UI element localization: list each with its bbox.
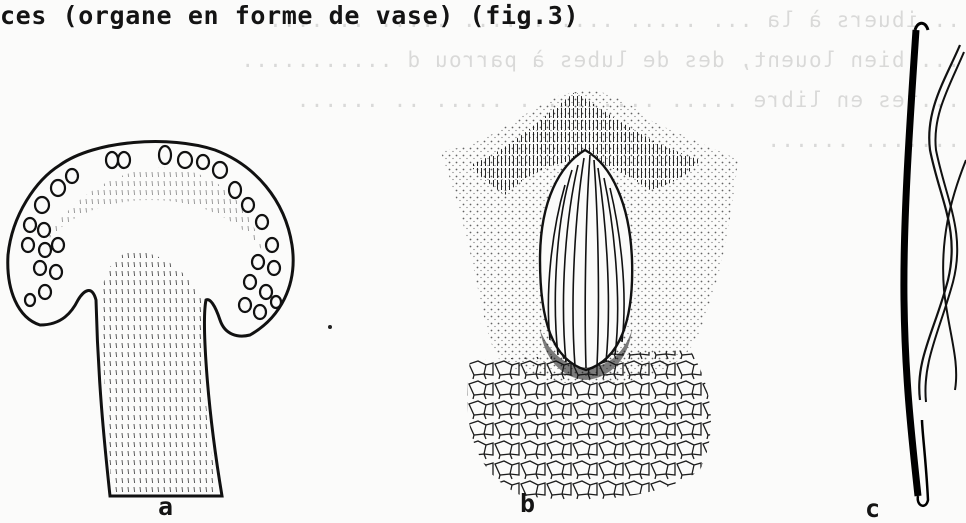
figure-label-b: b: [520, 489, 535, 518]
figure-a: [8, 142, 293, 496]
bleed-through-line: ... bien louent, des de lubes à parrou d…: [240, 48, 960, 72]
figure-label-a: a: [158, 492, 173, 521]
bleed-through-line: ...tes en libre ..... ........ . ..... .…: [296, 88, 960, 112]
figure-b: [440, 91, 738, 500]
bleed-through-line: ...ibuers à la ... ..... .... ...... ...…: [268, 8, 960, 32]
bleed-through-line: ....... ......: [766, 128, 960, 152]
